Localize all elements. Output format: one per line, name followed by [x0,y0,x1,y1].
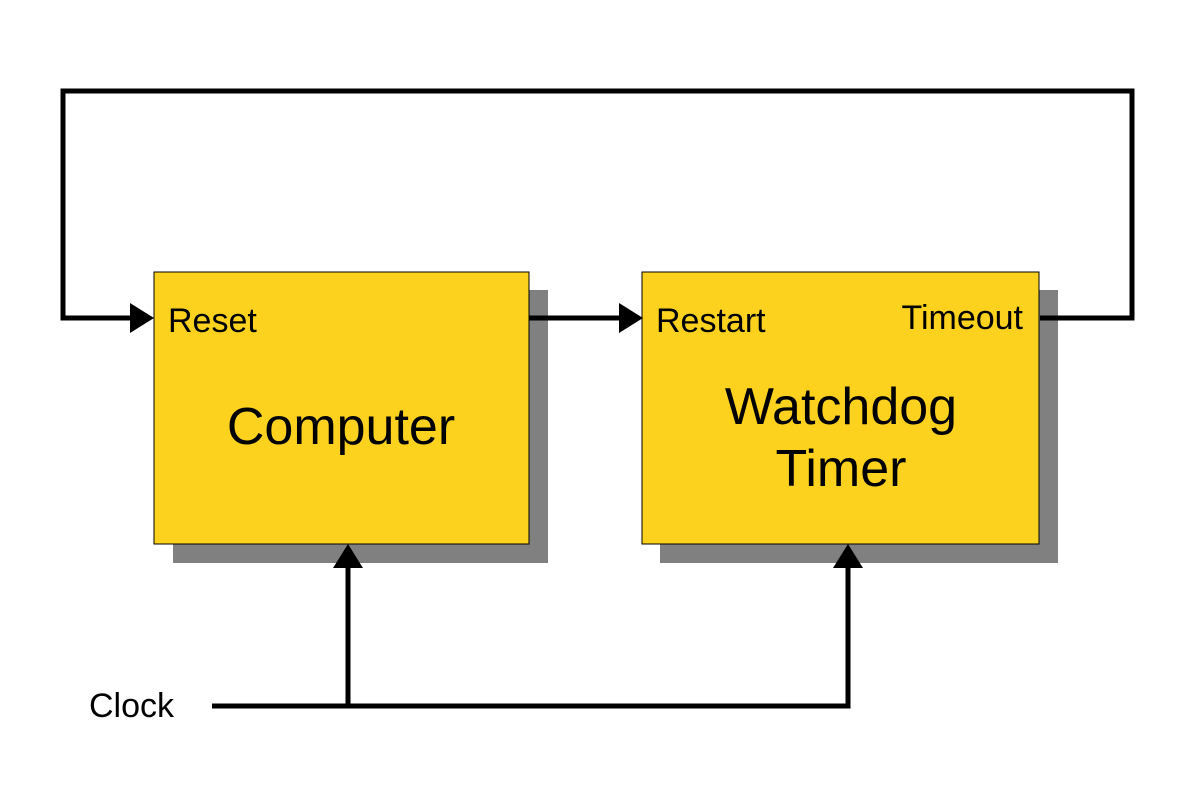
clock-wire [212,566,851,709]
watchdog-clock-arrowhead [833,544,863,568]
computer-clock-arrowhead [333,544,363,568]
timeout-to-reset-wire [60,88,1135,321]
restart-arrowhead [619,303,643,333]
computer-title: Computer [227,398,455,456]
timeout-port-label: Timeout [901,299,1023,337]
computer-block [153,271,530,545]
watchdog-title-line1: Watchdog [725,378,957,436]
reset-arrowhead [130,303,154,333]
watchdog-block [641,271,1040,545]
clock-label: Clock [89,687,175,725]
restart-port-label: Restart [656,302,766,340]
reset-port-label: Reset [168,302,257,340]
watchdog-title-line2: Timer [776,440,907,498]
